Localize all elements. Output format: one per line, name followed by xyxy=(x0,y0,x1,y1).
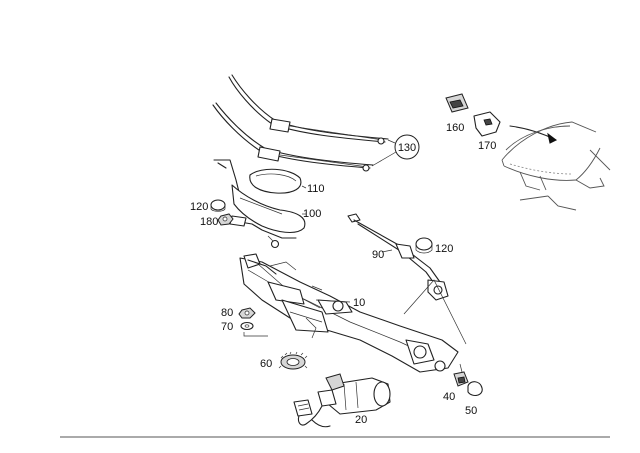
leader-90-to-frame xyxy=(403,279,467,345)
wiper-arm-100[interactable]: 100 xyxy=(213,159,321,249)
arrow-to-windshield xyxy=(509,125,557,144)
label-100: 100 xyxy=(303,208,321,220)
cap-50[interactable]: 50 xyxy=(465,381,483,417)
label-160: 160 xyxy=(446,122,464,134)
label-60: 60 xyxy=(260,358,272,370)
label-70: 70 xyxy=(221,321,233,333)
label-110: 110 xyxy=(307,183,325,195)
label-120-left: 120 xyxy=(190,201,208,213)
wiper-blade-lower[interactable] xyxy=(212,102,374,172)
wiper-motor-20[interactable]: 20 xyxy=(293,373,391,428)
label-120-right: 120 xyxy=(435,243,453,255)
grommet-40[interactable]: 40 xyxy=(443,363,469,403)
label-10: 10 xyxy=(353,297,365,309)
cover-170[interactable]: 170 xyxy=(473,111,501,152)
label-80: 80 xyxy=(221,307,233,319)
label-170: 170 xyxy=(478,140,496,152)
cap-120-left[interactable]: 120 xyxy=(190,199,226,213)
nut-80[interactable]: 80 xyxy=(221,307,256,319)
label-130: 130 xyxy=(398,142,416,154)
washer-70[interactable]: 70 xyxy=(221,321,254,333)
label-40: 40 xyxy=(443,391,455,403)
label-20: 20 xyxy=(355,414,367,426)
gear-60[interactable]: 60 xyxy=(260,351,308,370)
label-180: 180 xyxy=(200,216,218,228)
callout-130: 130 xyxy=(371,134,420,167)
wiper-blade-upper[interactable] xyxy=(228,74,389,145)
label-50: 50 xyxy=(465,405,477,417)
wiper-arm-cover-110[interactable]: 110 xyxy=(249,168,325,195)
leader-70 xyxy=(243,332,268,337)
nut-180[interactable]: 180 xyxy=(200,213,234,228)
linkage-rod-90[interactable]: 90 xyxy=(347,213,449,301)
wiper-frame-10[interactable]: 10 xyxy=(239,253,459,373)
cap-120-right[interactable]: 120 xyxy=(415,237,453,255)
label-90: 90 xyxy=(372,249,384,261)
clip-160[interactable]: 160 xyxy=(445,93,469,134)
windshield-illustration xyxy=(501,121,611,211)
